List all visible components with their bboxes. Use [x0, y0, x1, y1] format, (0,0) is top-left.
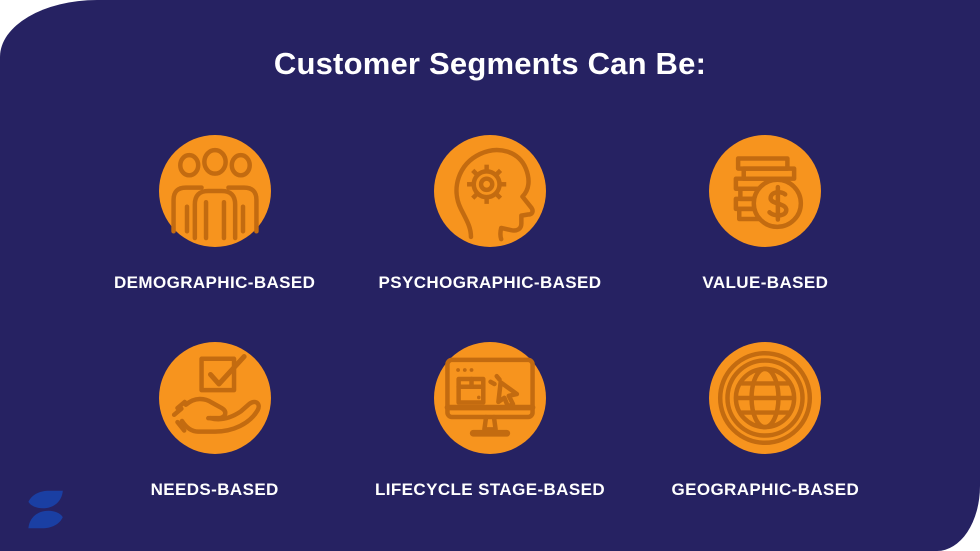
monitor-cursor-icon	[444, 357, 536, 437]
page-title: Customer Segments Can Be:	[273, 46, 707, 81]
segment-label: LIFECYCLE STAGE-BASED	[374, 480, 606, 499]
icon-circle	[433, 135, 546, 247]
head-gear-icon	[454, 147, 535, 242]
segment-lifecycle: LIFECYCLE STAGE-BASED	[352, 342, 627, 500]
globe-icon	[718, 350, 813, 446]
icon-circle	[158, 135, 271, 247]
segment-psychographic: PSYCHOGRAPHIC-BASED	[352, 135, 627, 293]
icon-circle	[433, 342, 546, 454]
icon-circle	[158, 342, 271, 454]
segments-grid: DEMOGRAPHIC-BASED	[77, 135, 903, 500]
icon-circle	[709, 135, 822, 247]
segment-needs: NEEDS-BASED	[77, 342, 352, 500]
segment-label: GEOGRAPHIC-BASED	[671, 480, 860, 499]
hand-checkbox-icon	[171, 354, 261, 434]
icon-circle	[709, 342, 822, 454]
segment-label: DEMOGRAPHIC-BASED	[113, 273, 316, 292]
segment-geographic: GEOGRAPHIC-BASED	[628, 342, 903, 500]
segment-demographic: DEMOGRAPHIC-BASED	[77, 135, 352, 293]
segment-label: PSYCHOGRAPHIC-BASED	[378, 273, 602, 292]
segment-label: VALUE-BASED	[702, 273, 829, 292]
people-group-icon	[170, 147, 259, 241]
coins-dollar-icon	[733, 156, 804, 230]
s-logo-icon	[26, 487, 66, 532]
segment-value: VALUE-BASED	[628, 135, 903, 293]
segment-label: NEEDS-BASED	[150, 480, 279, 499]
